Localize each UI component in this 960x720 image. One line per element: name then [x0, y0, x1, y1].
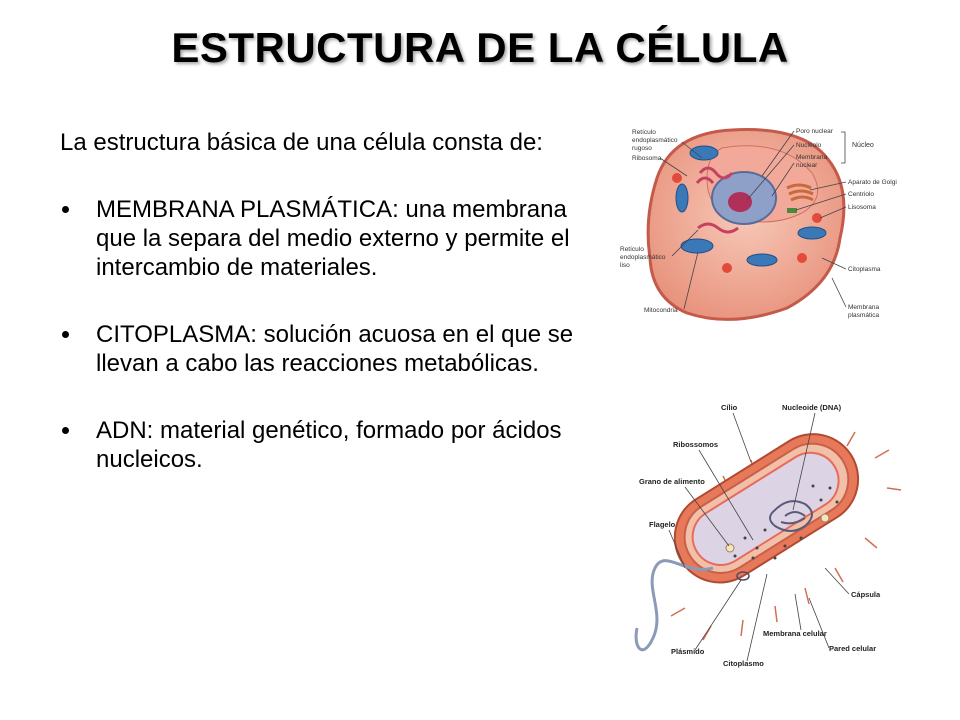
- flagellum: [634, 559, 714, 652]
- mitochondrion: [746, 253, 778, 267]
- bullet-text: MEMBRANA PLASMÁTICA: una membrana que la…: [96, 196, 570, 281]
- mitochondrion: [797, 226, 827, 240]
- label-mitocondria: Mitocondria: [644, 307, 678, 314]
- label-capsula: Cápsula: [851, 590, 881, 599]
- nucleoid: [769, 500, 813, 532]
- bullet-text: CITOPLASMA: solución acuosa en el que se…: [96, 321, 574, 377]
- ribosomes: [733, 484, 839, 560]
- label-membrana-celular: Membrana celular: [763, 629, 827, 638]
- mitochondrion: [680, 238, 714, 254]
- label-reticulo-rugoso-1: Retículo: [632, 129, 656, 136]
- label-centriolo: Centriolo: [848, 191, 874, 198]
- label-aparato-golgi: Aparato de Golgi: [848, 179, 897, 186]
- label-pared-celular: Pared celular: [829, 644, 876, 653]
- label-membrana-nuclear-2: nuclear: [796, 162, 818, 169]
- label-nucleoide: Nucleoide (DNA): [782, 403, 842, 412]
- bullet-text: ADN: material genético, formado por ácid…: [96, 417, 562, 473]
- label-plasmido: Plásmido: [671, 647, 705, 656]
- rough-er: [695, 166, 739, 234]
- label-nucleo: Núcleo: [852, 142, 874, 149]
- label-reticulo-liso-3: liso: [620, 262, 630, 269]
- leader-line: [668, 412, 850, 662]
- bullet-icon: [62, 427, 69, 434]
- golgi: [786, 183, 814, 202]
- label-membrana-plasmatica-2: plasmática: [848, 312, 879, 319]
- label-reticulo-liso-1: Retículo: [620, 246, 644, 253]
- slide-body: La estructura básica de una célula const…: [60, 128, 590, 512]
- label-citoplasma: Citoplasma: [848, 266, 881, 273]
- bullet-item: ADN: material genético, formado por ácid…: [60, 416, 590, 474]
- bullet-list: MEMBRANA PLASMÁTICA: una membrana que la…: [60, 195, 590, 474]
- cell-membrane: [691, 451, 840, 566]
- label-poro-nuclear: Poro nuclear: [796, 128, 834, 135]
- lysosome: [812, 213, 822, 223]
- mitochondrion: [689, 145, 719, 161]
- label-flagelo: Flagelo: [649, 520, 676, 529]
- label-ribosoma: Ribosoma: [632, 155, 662, 162]
- plasmid: [736, 571, 750, 581]
- food-granule: [820, 513, 830, 523]
- mitochondrion: [675, 183, 689, 213]
- bullet-item: MEMBRANA PLASMÁTICA: una membrana que la…: [60, 195, 590, 282]
- bacterial-cell-diagram: Cílio Nucleoide (DNA) Ribossomos Grano d…: [634, 403, 902, 668]
- label-membrana-plasmatica-1: Membrana: [848, 304, 879, 311]
- label-nucleolo: Nucléolo: [796, 142, 822, 149]
- centriole: [787, 208, 797, 213]
- label-cilio: Cílio: [721, 403, 738, 412]
- label-citoplasmo: Citoplasmo: [723, 659, 764, 668]
- intro-text: La estructura básica de una célula const…: [60, 129, 543, 156]
- lysosome: [672, 173, 682, 183]
- leader-line: [659, 130, 847, 310]
- label-ribossomos: Ribossomos: [673, 440, 718, 449]
- label-lisosoma: Lisosoma: [848, 204, 876, 211]
- label-membrana-nuclear-1: Membrana: [796, 154, 827, 161]
- bullet-icon: [62, 331, 69, 338]
- animal-cell-diagram: Retículo endoplasmático rugoso Ribosoma …: [620, 128, 897, 321]
- label-grano-alimento: Grano de alimento: [639, 477, 705, 486]
- label-reticulo-rugoso-3: rugoso: [632, 145, 652, 152]
- nucleolus: [728, 192, 752, 212]
- bullet-item: CITOPLASMA: solución acuosa en el que se…: [60, 320, 590, 378]
- label-reticulo-liso-2: endoplasmático: [620, 254, 666, 261]
- food-granule: [725, 543, 735, 553]
- bullet-icon: [62, 206, 69, 213]
- lysosome: [722, 263, 732, 273]
- label-reticulo-rugoso-2: endoplasmático: [632, 137, 678, 144]
- slide-title: ESTRUCTURA DE LA CÉLULA: [171, 24, 789, 71]
- lysosome: [797, 253, 807, 263]
